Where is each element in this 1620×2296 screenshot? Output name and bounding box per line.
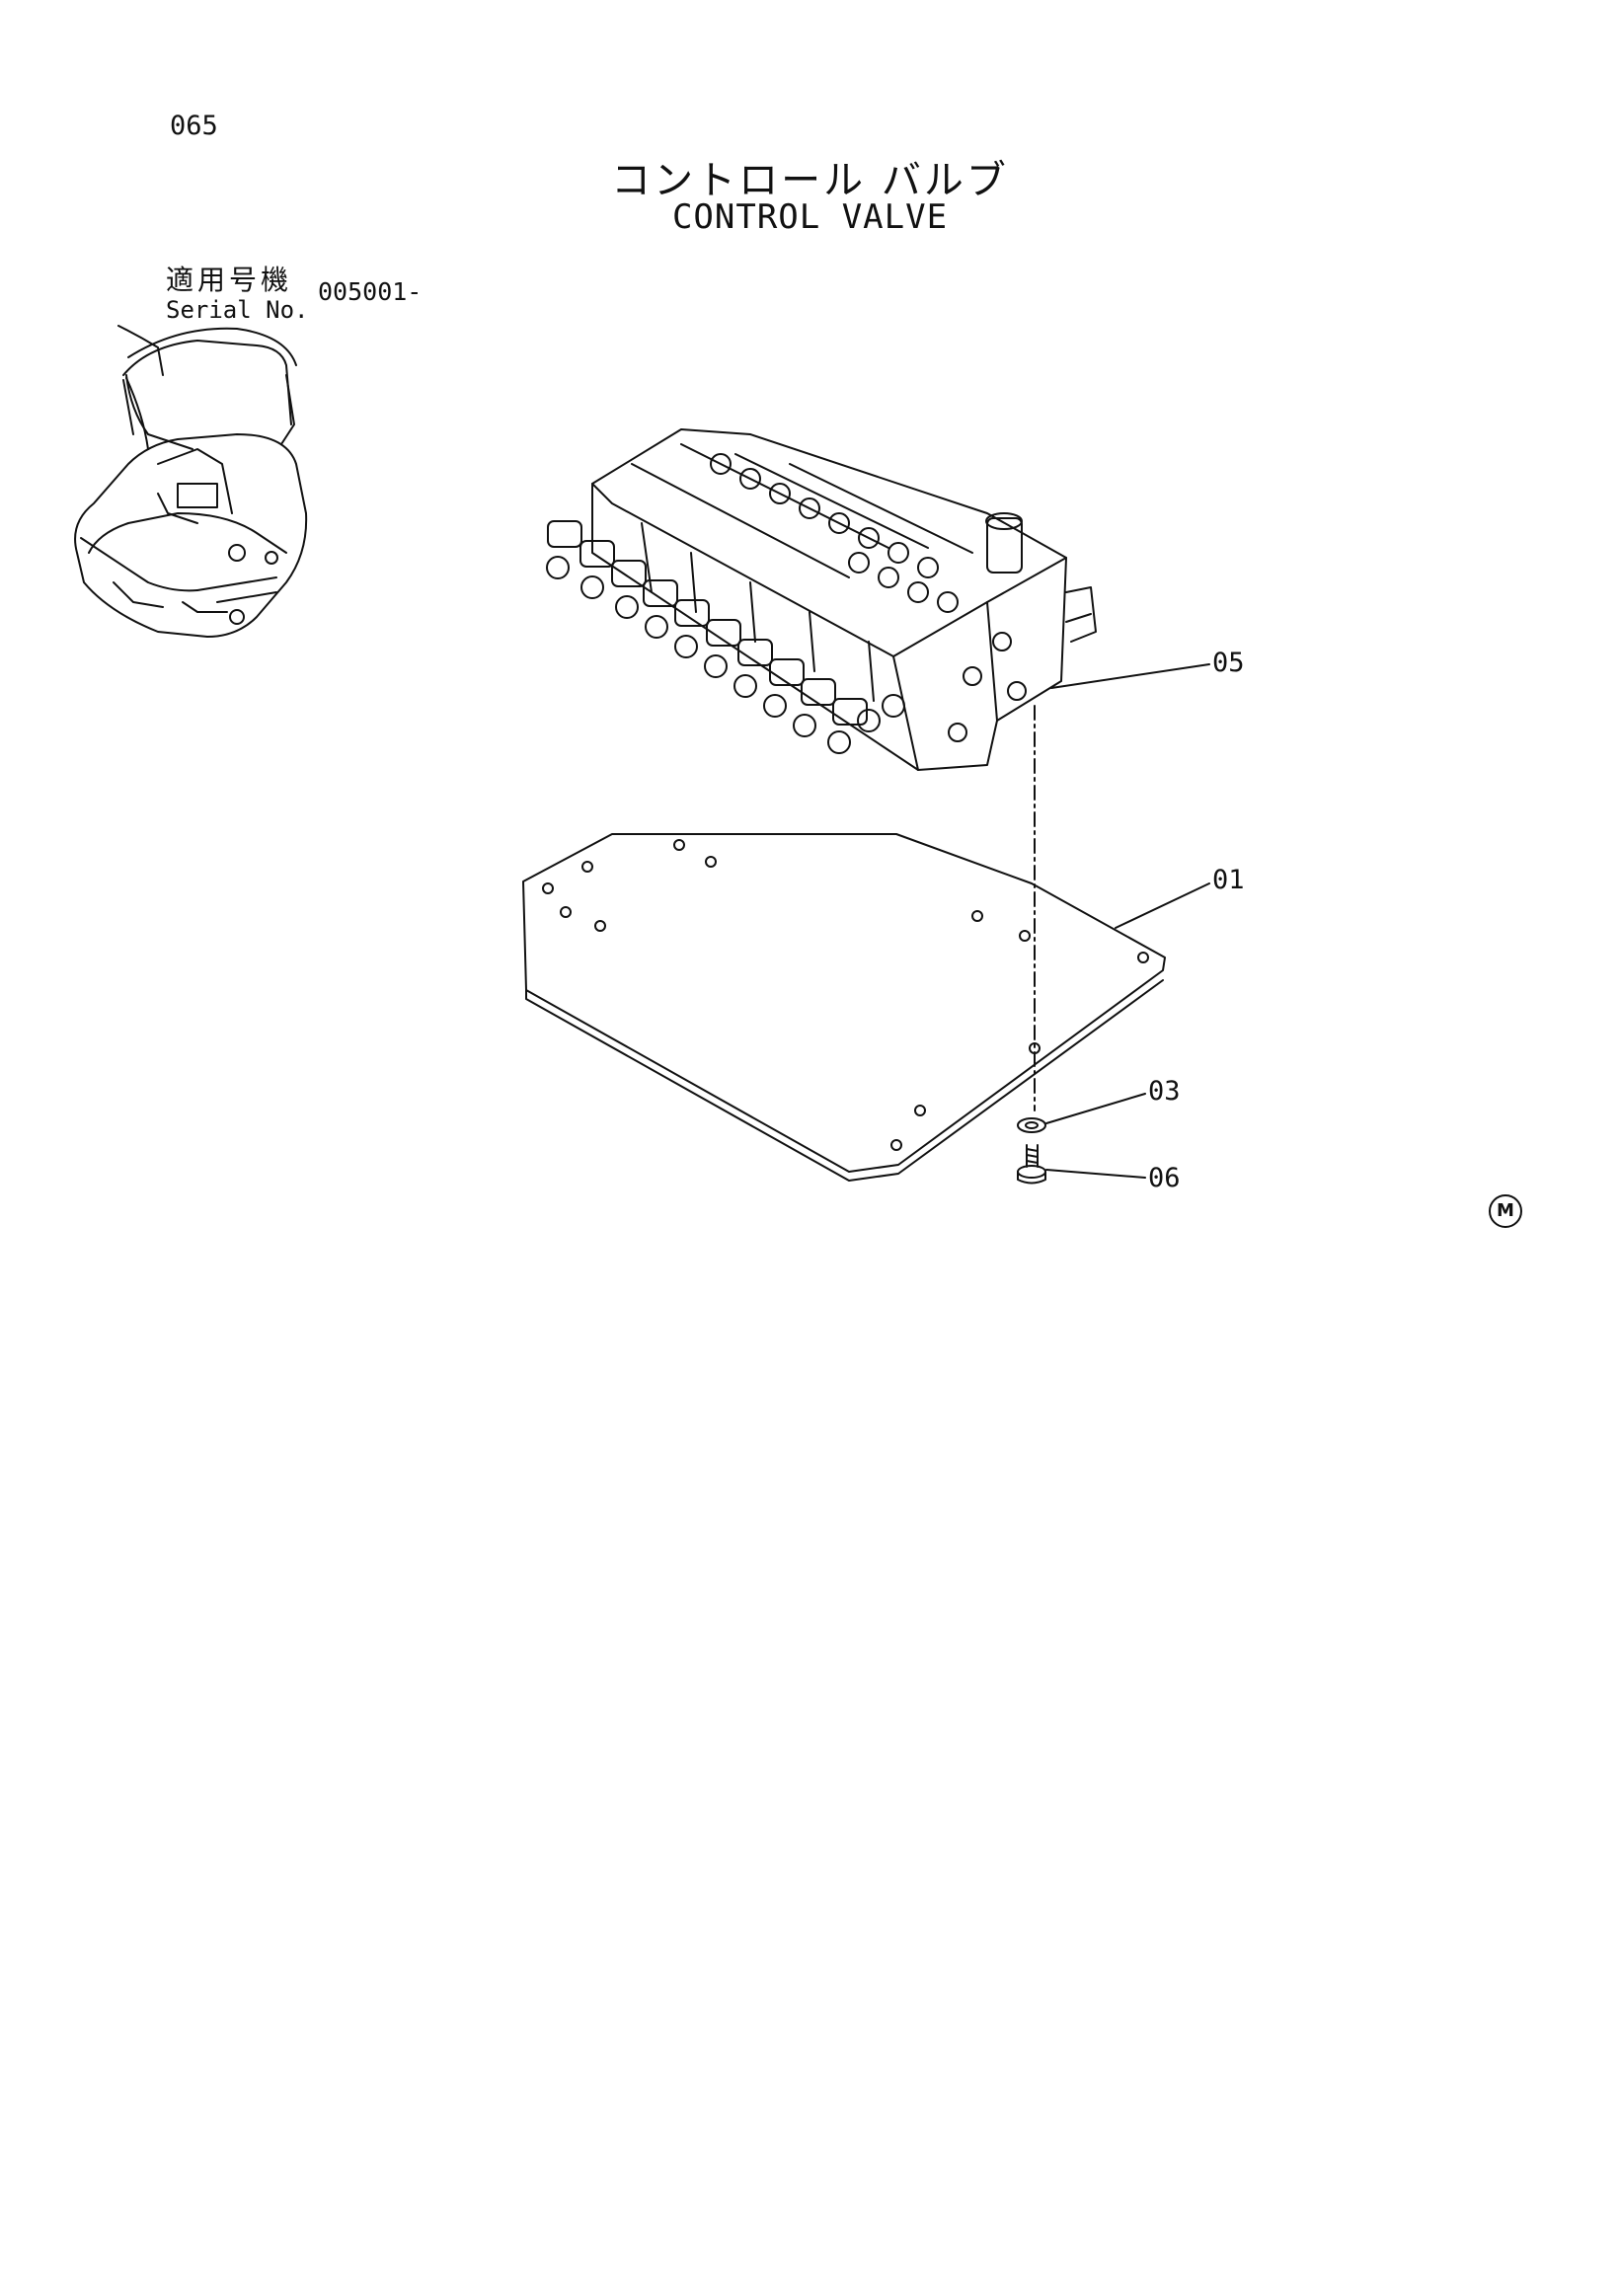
serial-number-value: 005001- bbox=[318, 277, 423, 306]
leader-line-01 bbox=[1115, 882, 1210, 929]
bolt bbox=[1017, 1144, 1046, 1185]
title-english: CONTROL VALVE bbox=[671, 197, 949, 237]
serial-label-english: Serial No. bbox=[166, 296, 309, 324]
machine-thumbnail bbox=[74, 325, 308, 638]
callout-01: 01 bbox=[1212, 865, 1245, 895]
serial-label-japanese: 適用号機 bbox=[166, 264, 293, 296]
base-plate-holes bbox=[542, 839, 1149, 1151]
valve-spool-ports bbox=[546, 453, 959, 754]
leader-line-05 bbox=[1050, 663, 1210, 689]
base-plate bbox=[522, 833, 1166, 1182]
washer bbox=[1017, 1117, 1046, 1133]
control-valve-assembly bbox=[591, 428, 1097, 771]
callout-06: 06 bbox=[1148, 1163, 1181, 1193]
callout-03: 03 bbox=[1148, 1076, 1181, 1107]
leader-line-03 bbox=[1045, 1093, 1146, 1124]
callout-05: 05 bbox=[1212, 648, 1245, 678]
title-japanese: コントロール バルブ bbox=[611, 158, 1009, 203]
leader-line-06 bbox=[1045, 1169, 1146, 1179]
page-number: 065 bbox=[170, 111, 218, 141]
m-marking-symbol: M bbox=[1489, 1194, 1522, 1228]
